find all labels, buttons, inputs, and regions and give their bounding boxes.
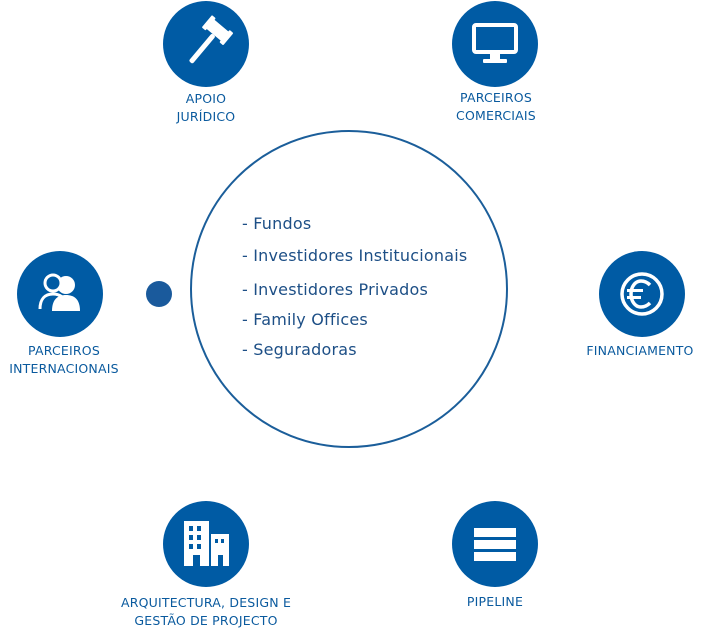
node-label: PARCEIROS COMERCIAIS [456, 90, 536, 123]
buildings-icon [163, 501, 249, 587]
node-label: FINANCIAMENTO [586, 343, 694, 358]
center-list-item: - Family Offices [242, 310, 368, 329]
gavel-icon [163, 1, 249, 87]
center-list-item: - Seguradoras [242, 340, 357, 359]
center-list-item: - Fundos [242, 214, 312, 233]
center-list-item: - Investidores Privados [242, 280, 429, 299]
node-label: ARQUITECTURA, DESIGN E GESTÃO DE PROJECT… [120, 595, 292, 628]
list-bars-icon [452, 501, 538, 587]
node-label: PIPELINE [466, 594, 524, 609]
center-ring [190, 130, 508, 448]
center-list-item: - Investidores Institucionais [242, 246, 468, 265]
connector-dot [146, 281, 172, 307]
euro-icon [599, 251, 685, 337]
node-label: APOIO JURÍDICO [176, 91, 236, 124]
monitor-icon [452, 1, 538, 87]
node-label: PARCEIROS INTERNACIONAIS [9, 343, 119, 376]
users-icon [17, 251, 103, 337]
